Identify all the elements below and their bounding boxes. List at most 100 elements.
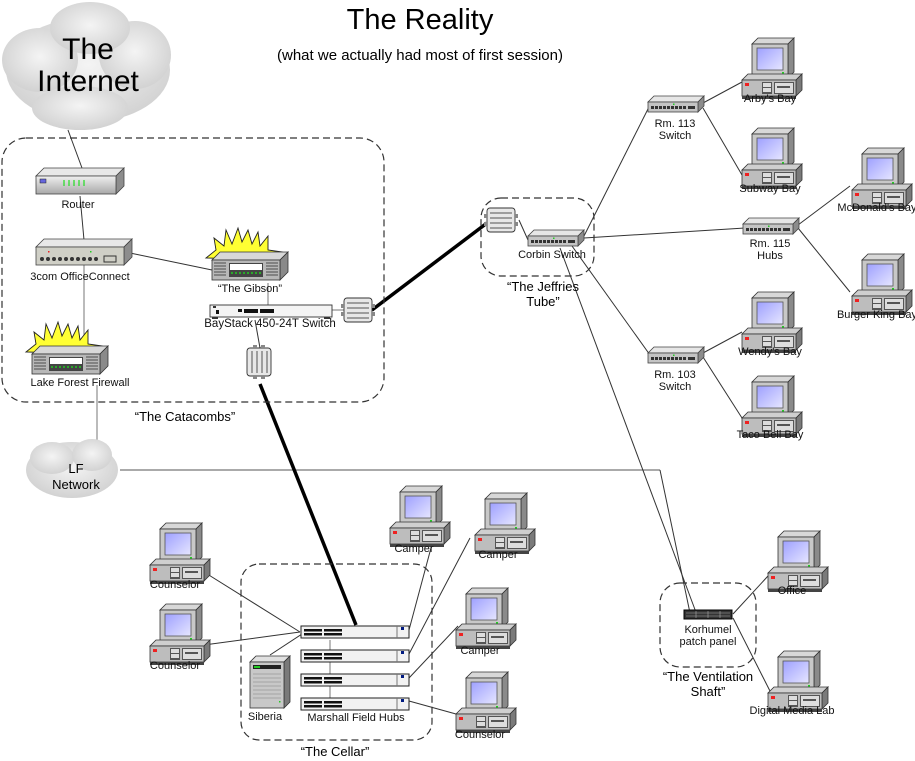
- marshall-hubs-label: Marshall Field Hubs: [307, 712, 405, 724]
- diagram-title: The Reality: [346, 4, 494, 36]
- counselor-3-label: Counselor: [454, 729, 506, 741]
- lf-network-label-line1: LF: [68, 461, 84, 476]
- officeconnect-switch-icon: [35, 238, 133, 266]
- catacombs-transceiver-icon: [340, 297, 376, 323]
- officeconnect-label: 3com OfficeConnect: [30, 271, 130, 283]
- link-rm115-mcdonalds: [797, 185, 851, 226]
- counselor-1-computer-icon: [149, 522, 211, 585]
- korhumel-patch-panel-icon: [683, 609, 733, 620]
- cloud-internet: [2, 2, 171, 130]
- mcdonalds-bay-computer-icon: [851, 147, 913, 210]
- link-corbin-rm103: [571, 245, 651, 356]
- fiber-catacombs-cellar: [258, 383, 358, 626]
- office-label: Office: [777, 585, 807, 597]
- korhumel-label: Korhumel patch panel: [668, 624, 748, 648]
- link-rm113-subway: [702, 107, 743, 176]
- korhumel-label-line2: patch panel: [679, 636, 737, 648]
- corbin-switch-icon: [527, 229, 585, 247]
- digital-media-lab-label: Digital Media Lab: [749, 705, 835, 717]
- ventilation-group-label: “The Ventilation Shaft”: [648, 669, 768, 699]
- internet-label-line1: The: [62, 33, 114, 66]
- tacobell-bay-computer-icon: [741, 375, 803, 438]
- lf-network-cloud-label: LF Network: [36, 461, 116, 493]
- counselor-3-computer-icon: [455, 671, 517, 734]
- marshall-hub-3-icon: [300, 673, 410, 687]
- rm113-switch-icon: [647, 95, 705, 113]
- cellar-transceiver-icon: [246, 344, 272, 380]
- link-counselor2-hub: [203, 631, 301, 646]
- marshall-hub-1-icon: [300, 625, 410, 639]
- firewall-icon: [25, 321, 109, 375]
- rm113-label-line1: Rm. 113: [654, 118, 696, 130]
- camper-2-computer-icon: [474, 492, 536, 555]
- counselor-2-label: Counselor: [149, 660, 201, 672]
- lf-network-label-line2: Network: [52, 477, 100, 492]
- rm113-label-line2: Switch: [658, 130, 692, 142]
- link-corbin-rm113: [583, 104, 651, 237]
- link-corbin-korhumel: [559, 247, 698, 616]
- wendys-bay-label: Wendy's Bay: [738, 346, 802, 358]
- mcdonalds-bay-label: McDonald's Bay: [837, 202, 915, 214]
- rm115-hubs-icon: [742, 217, 800, 235]
- ventilation-label-line1: “The Ventilation: [662, 669, 754, 684]
- link-corbin-rm115: [583, 227, 746, 239]
- rm113-label: Rm. 113 Switch: [640, 118, 710, 142]
- marshall-hub-2-icon: [300, 649, 410, 663]
- internet-label-line2: Internet: [37, 64, 139, 98]
- rm115-label-line1: Rm. 115: [749, 238, 791, 250]
- group-cellar-boundary: [240, 563, 433, 741]
- link-baystack-xcvr2: [254, 319, 261, 349]
- group-ventilation-boundary: [659, 582, 757, 668]
- router-icon: [35, 167, 125, 195]
- wendys-bay-computer-icon: [741, 291, 803, 354]
- link-internet-router: [67, 129, 83, 169]
- jeffries-transceiver-icon: [483, 207, 519, 233]
- link-rm103-tacobell: [702, 356, 743, 419]
- link-lf-korhumel: [659, 469, 691, 614]
- link-rm103-wendys: [702, 331, 743, 354]
- catacombs-group-label: “The Catacombs”: [134, 409, 236, 424]
- burgerking-bay-label: Burger King Bay: [836, 309, 915, 321]
- camper-2-label: Camper: [478, 549, 518, 561]
- link-korhumel-office: [732, 575, 769, 615]
- link-hub-camper3: [408, 625, 459, 679]
- burgerking-bay-computer-icon: [851, 253, 913, 316]
- rm103-switch-icon: [647, 346, 705, 364]
- siberia-server-icon: [249, 655, 291, 709]
- corbin-switch-label: Corbin Switch: [518, 249, 586, 261]
- camper-1-label: Camper: [394, 543, 434, 555]
- diagram-subtitle: (what we actually had most of first sess…: [277, 47, 563, 64]
- link-siberia-hub: [269, 633, 303, 656]
- link-router-officeconnect: [79, 195, 85, 241]
- marshall-hub-4-icon: [300, 697, 410, 711]
- cellar-group-label: “The Cellar”: [300, 744, 370, 759]
- link-korhumel-dml: [732, 617, 773, 696]
- counselor-2-computer-icon: [149, 603, 211, 666]
- fiber-catacombs-jeffries: [370, 221, 489, 312]
- baystack-label: BayStack 450-24T Switch: [204, 318, 336, 330]
- group-jeffries-boundary: [480, 197, 595, 277]
- gibson-server-icon: [205, 227, 289, 281]
- link-hub-camper2: [408, 537, 471, 655]
- rm115-label-line2: Hubs: [757, 250, 783, 262]
- camper-3-computer-icon: [455, 587, 517, 650]
- firewall-label: Lake Forest Firewall: [30, 377, 130, 389]
- link-rm115-burgerking: [797, 227, 851, 293]
- jeffries-label-line1: “The Jeffries: [506, 279, 579, 294]
- link-xcvr-corbin: [518, 219, 529, 241]
- cloud-lf-network: [26, 439, 118, 498]
- link-rm113-arbys: [702, 81, 743, 104]
- rm103-label-line1: Rm. 103: [654, 369, 696, 381]
- subway-bay-computer-icon: [741, 127, 803, 190]
- siberia-label: Siberia: [247, 711, 283, 723]
- korhumel-label-line1: Korhumel: [684, 624, 732, 636]
- group-catacombs-boundary: [1, 137, 385, 403]
- digital-media-lab-computer-icon: [767, 650, 829, 713]
- jeffries-group-label: “The Jeffries Tube”: [488, 279, 598, 309]
- counselor-1-label: Counselor: [149, 579, 201, 591]
- rm115-label: Rm. 115 Hubs: [735, 238, 805, 262]
- internet-cloud-label: The Internet: [18, 34, 158, 97]
- rm103-label-line2: Switch: [658, 381, 692, 393]
- gibson-label: “The Gibson”: [217, 283, 283, 295]
